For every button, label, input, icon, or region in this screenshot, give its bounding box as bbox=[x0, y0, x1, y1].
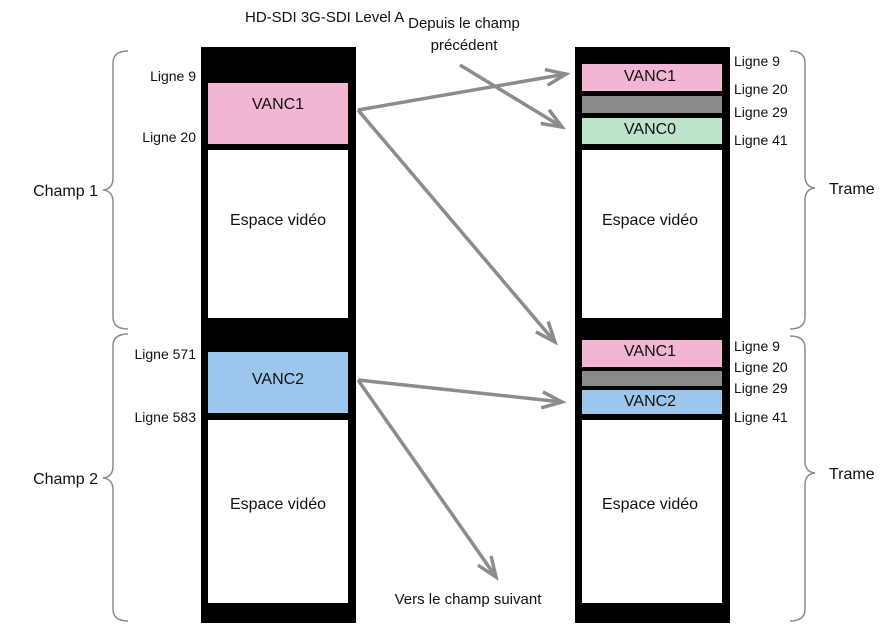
right-video-block-1 bbox=[582, 150, 722, 318]
right-vanc1-block-2 bbox=[582, 340, 722, 367]
left-video-label-2: Espace vidéo bbox=[230, 496, 326, 513]
right-vanc2-block bbox=[582, 390, 722, 414]
right-line-label: Ligne 41 bbox=[734, 409, 788, 425]
left-vanc1-block bbox=[208, 83, 348, 144]
field2-label: Champ 2 bbox=[33, 471, 98, 488]
right-vanc0-block bbox=[582, 118, 722, 144]
right-video-label-1: Espace vidéo bbox=[602, 212, 698, 229]
left-vanc2-label: VANC2 bbox=[252, 371, 304, 388]
field1-label: Champ 1 bbox=[33, 183, 98, 200]
left-video-block-2 bbox=[208, 420, 348, 603]
left-video-block-1 bbox=[208, 150, 348, 318]
left-line-label: Ligne 20 bbox=[142, 129, 196, 145]
frame2-label: Trame bbox=[829, 466, 875, 483]
field1-bracket bbox=[102, 50, 129, 330]
right-column: VANC1 VANC0 Espace vidéo VANC1 VANC2 Esp… bbox=[575, 47, 730, 623]
right-line-label: Ligne 9 bbox=[734, 53, 780, 69]
right-video-label-2: Espace vidéo bbox=[602, 496, 698, 513]
right-line-label: Ligne 41 bbox=[734, 132, 788, 148]
note-to-next-field: Vers le champ suivant bbox=[395, 591, 543, 608]
right-line-label: Ligne 20 bbox=[734, 359, 788, 375]
frame2-bracket bbox=[789, 335, 816, 622]
right-line-label: Ligne 29 bbox=[734, 380, 788, 396]
field2-bracket bbox=[102, 333, 129, 622]
left-line-label: Ligne 571 bbox=[134, 346, 196, 362]
left-video-label-1: Espace vidéo bbox=[230, 212, 326, 229]
arrow-from-previous-field bbox=[459, 63, 562, 127]
right-gray-band-1 bbox=[582, 96, 722, 113]
right-line-label: Ligne 20 bbox=[734, 81, 788, 97]
arrow-vanc1-to-frame2 bbox=[356, 108, 555, 342]
frame1-label: Trame bbox=[829, 181, 875, 198]
left-vanc2-block bbox=[208, 352, 348, 413]
arrows bbox=[356, 63, 566, 577]
frame1-bracket bbox=[789, 50, 816, 330]
right-line-label: Ligne 29 bbox=[734, 104, 788, 120]
right-vanc0-label: VANC0 bbox=[624, 121, 676, 138]
right-vanc1-label-1: VANC1 bbox=[624, 68, 676, 85]
left-line-label: Ligne 9 bbox=[150, 68, 196, 84]
right-vanc1-label-2: VANC1 bbox=[624, 343, 676, 360]
right-line-label: Ligne 9 bbox=[734, 338, 780, 354]
arrow-vanc2-to-frame2 bbox=[357, 378, 562, 402]
note-from-previous-line1: Depuis le champ bbox=[408, 15, 520, 32]
right-vanc1-block-1 bbox=[582, 64, 722, 91]
left-vanc1-label: VANC1 bbox=[252, 96, 304, 113]
diagram-title: HD-SDI 3G-SDI Level A bbox=[245, 9, 404, 26]
note-from-previous-line2: précédent bbox=[431, 37, 499, 54]
left-line-label: Ligne 583 bbox=[134, 409, 196, 425]
left-column: VANC1 Espace vidéo VANC2 Espace vidéo bbox=[201, 47, 356, 623]
arrow-vanc2-to-next bbox=[356, 378, 496, 577]
right-vanc2-label: VANC2 bbox=[624, 393, 676, 410]
right-gray-band-2 bbox=[582, 371, 722, 386]
right-video-block-2 bbox=[582, 420, 722, 603]
arrow-vanc1-to-frame1 bbox=[357, 74, 566, 112]
